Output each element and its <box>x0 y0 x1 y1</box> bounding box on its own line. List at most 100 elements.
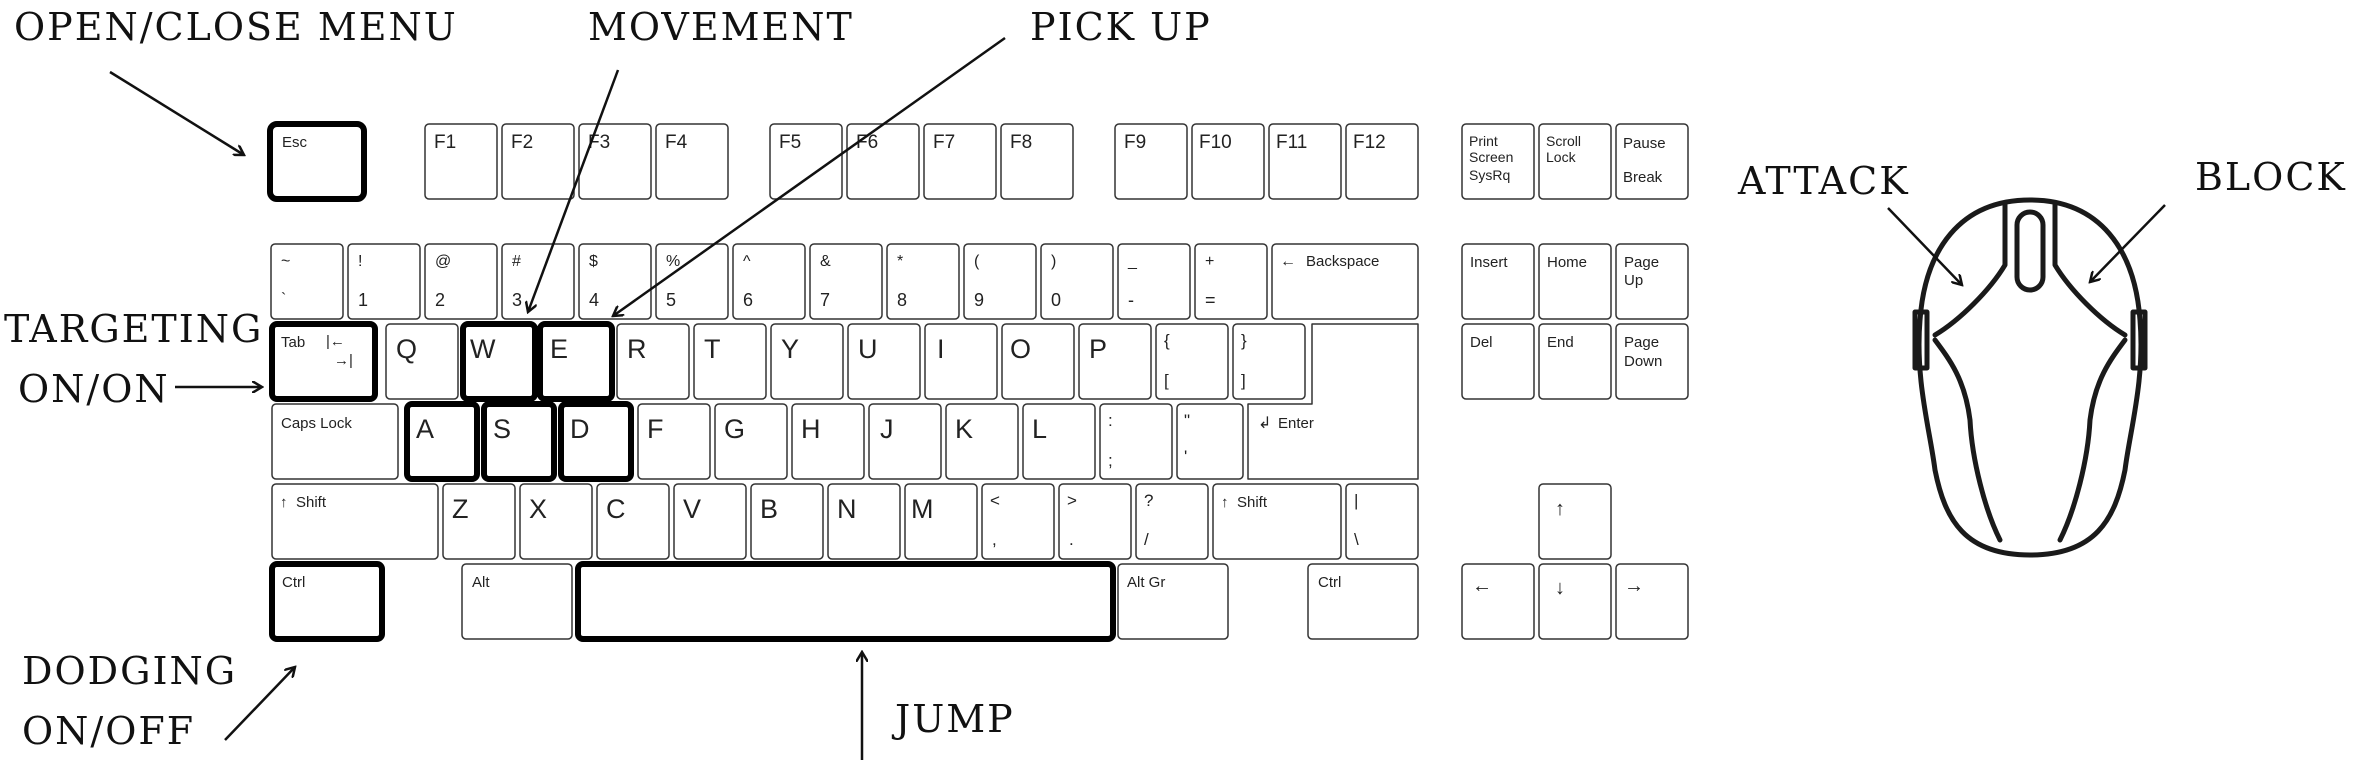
key-caps-label: Caps Lock <box>281 415 352 432</box>
key-p[interactable]: P <box>1078 323 1152 400</box>
key-l[interactable]: L <box>1022 403 1096 480</box>
key-3[interactable]: # 3 <box>501 243 575 320</box>
enter-arrow-icon: ↲ <box>1258 415 1271 432</box>
home-key-row: Caps Lock A S D F G H J <box>271 401 1244 482</box>
key-scroll-lock[interactable]: Scroll Lock <box>1538 123 1612 200</box>
mouse-body-outline <box>1916 197 2144 558</box>
key-1[interactable]: ! 1 <box>347 243 421 320</box>
key-insert[interactable]: Insert <box>1461 243 1535 320</box>
key-slash[interactable]: ? / <box>1135 483 1209 560</box>
key-arrow-down[interactable]: ↓ <box>1538 563 1612 640</box>
key-left-ctrl[interactable]: Ctrl <box>269 561 385 642</box>
key-t-label: T <box>704 334 721 364</box>
key-scroll-label-2: Lock <box>1546 149 1577 165</box>
key-quote[interactable]: " ' <box>1176 403 1244 480</box>
key-4[interactable]: $ 4 <box>578 243 652 320</box>
qwerty-key-row: Tab |← →| Q W E R T Y U <box>269 321 1689 402</box>
key-arrow-left[interactable]: ← <box>1461 563 1535 640</box>
key-m[interactable]: M <box>904 483 978 560</box>
key-f9[interactable]: F9 <box>1114 123 1188 200</box>
key-w[interactable]: W <box>460 321 538 402</box>
key-page-up[interactable]: Page Up <box>1615 243 1689 320</box>
key-a[interactable]: A <box>404 401 480 482</box>
key-f11-label: F11 <box>1276 132 1307 153</box>
key-home[interactable]: Home <box>1538 243 1612 320</box>
key-left-shift[interactable]: ↑ Shift <box>271 483 439 560</box>
key-f10[interactable]: F10 <box>1191 123 1265 200</box>
key-5[interactable]: % 5 <box>655 243 729 320</box>
key-d[interactable]: D <box>558 401 634 482</box>
key-f11[interactable]: F11 <box>1268 123 1342 200</box>
key-left-bracket[interactable]: { [ <box>1155 323 1229 400</box>
key-minus[interactable]: _ - <box>1117 243 1191 320</box>
key-2[interactable]: @ 2 <box>424 243 498 320</box>
key-g[interactable]: G <box>714 403 788 480</box>
key-pause-break[interactable]: Pause Break <box>1615 123 1689 200</box>
key-s[interactable]: S <box>481 401 557 482</box>
key-6[interactable]: ^ 6 <box>732 243 806 320</box>
key-u[interactable]: U <box>847 323 921 400</box>
key-arrow-right[interactable]: → <box>1615 563 1689 640</box>
key-f6[interactable]: F6 <box>846 123 920 200</box>
key-v[interactable]: V <box>673 483 747 560</box>
key-print-screen[interactable]: Print Screen SysRq <box>1461 123 1535 200</box>
key-alt-gr[interactable]: Alt Gr <box>1117 563 1229 640</box>
key-t[interactable]: T <box>693 323 767 400</box>
key-o[interactable]: O <box>1001 323 1075 400</box>
key-enter[interactable]: ↲ Enter <box>1247 323 1419 480</box>
key-f7[interactable]: F7 <box>923 123 997 200</box>
key-right-bracket[interactable]: } ] <box>1232 323 1306 400</box>
key-end[interactable]: End <box>1538 323 1612 400</box>
mouse-scroll-wheel <box>2014 209 2046 293</box>
key-alt-label: Alt <box>472 574 490 591</box>
key-caps-lock[interactable]: Caps Lock <box>271 403 399 480</box>
key-f5[interactable]: F5 <box>769 123 843 200</box>
key-h[interactable]: H <box>791 403 865 480</box>
key-equal[interactable]: + = <box>1194 243 1268 320</box>
key-n[interactable]: N <box>827 483 901 560</box>
key-9[interactable]: ( 9 <box>963 243 1037 320</box>
key-backspace[interactable]: ← Backspace <box>1271 243 1419 320</box>
key-tab[interactable]: Tab |← →| <box>269 321 378 402</box>
key-backslash[interactable]: | \ <box>1345 483 1419 560</box>
key-delete[interactable]: Del <box>1461 323 1535 400</box>
key-f12[interactable]: F12 <box>1345 123 1419 200</box>
key-esc[interactable]: Esc <box>267 121 367 202</box>
key-x[interactable]: X <box>519 483 593 560</box>
key-e[interactable]: E <box>537 321 615 402</box>
key-k[interactable]: K <box>945 403 1019 480</box>
key-f8[interactable]: F8 <box>1000 123 1074 200</box>
key-comma[interactable]: < , <box>981 483 1055 560</box>
key-f2[interactable]: F2 <box>501 123 575 200</box>
key-spacebar[interactable] <box>575 561 1116 642</box>
key-print-label-2: Screen <box>1469 149 1513 165</box>
key-f3[interactable]: F3 <box>578 123 652 200</box>
key-y[interactable]: Y <box>770 323 844 400</box>
key-c[interactable]: C <box>596 483 670 560</box>
key-right-shift[interactable]: ↑ Shift <box>1212 483 1342 560</box>
key-right-ctrl[interactable]: Ctrl <box>1307 563 1419 640</box>
key-semicolon[interactable]: : ; <box>1099 403 1173 480</box>
key-q[interactable]: Q <box>385 323 459 400</box>
key-alt[interactable]: Alt <box>461 563 573 640</box>
key-s-label: S <box>493 414 511 444</box>
key-f1[interactable]: F1 <box>424 123 498 200</box>
key-i[interactable]: I <box>924 323 998 400</box>
attack-callout: ATTACK <box>1737 159 1910 203</box>
key-f[interactable]: F <box>637 403 711 480</box>
key-tilde[interactable]: ~ ` <box>270 243 344 320</box>
key-f4[interactable]: F4 <box>655 123 729 200</box>
key-arrow-up[interactable]: ↑ <box>1538 483 1612 560</box>
key-r[interactable]: R <box>616 323 690 400</box>
dodging-arrow <box>224 667 295 741</box>
key-pgup-label-2: Up <box>1624 272 1643 289</box>
key-b[interactable]: B <box>750 483 824 560</box>
key-0[interactable]: ) 0 <box>1040 243 1114 320</box>
key-page-down[interactable]: Page Down <box>1615 323 1689 400</box>
key-period[interactable]: > . <box>1058 483 1132 560</box>
key-8[interactable]: * 8 <box>886 243 960 320</box>
key-7[interactable]: & 7 <box>809 243 883 320</box>
key-comma-top: < <box>990 491 1000 510</box>
key-j[interactable]: J <box>868 403 942 480</box>
key-z[interactable]: Z <box>442 483 516 560</box>
